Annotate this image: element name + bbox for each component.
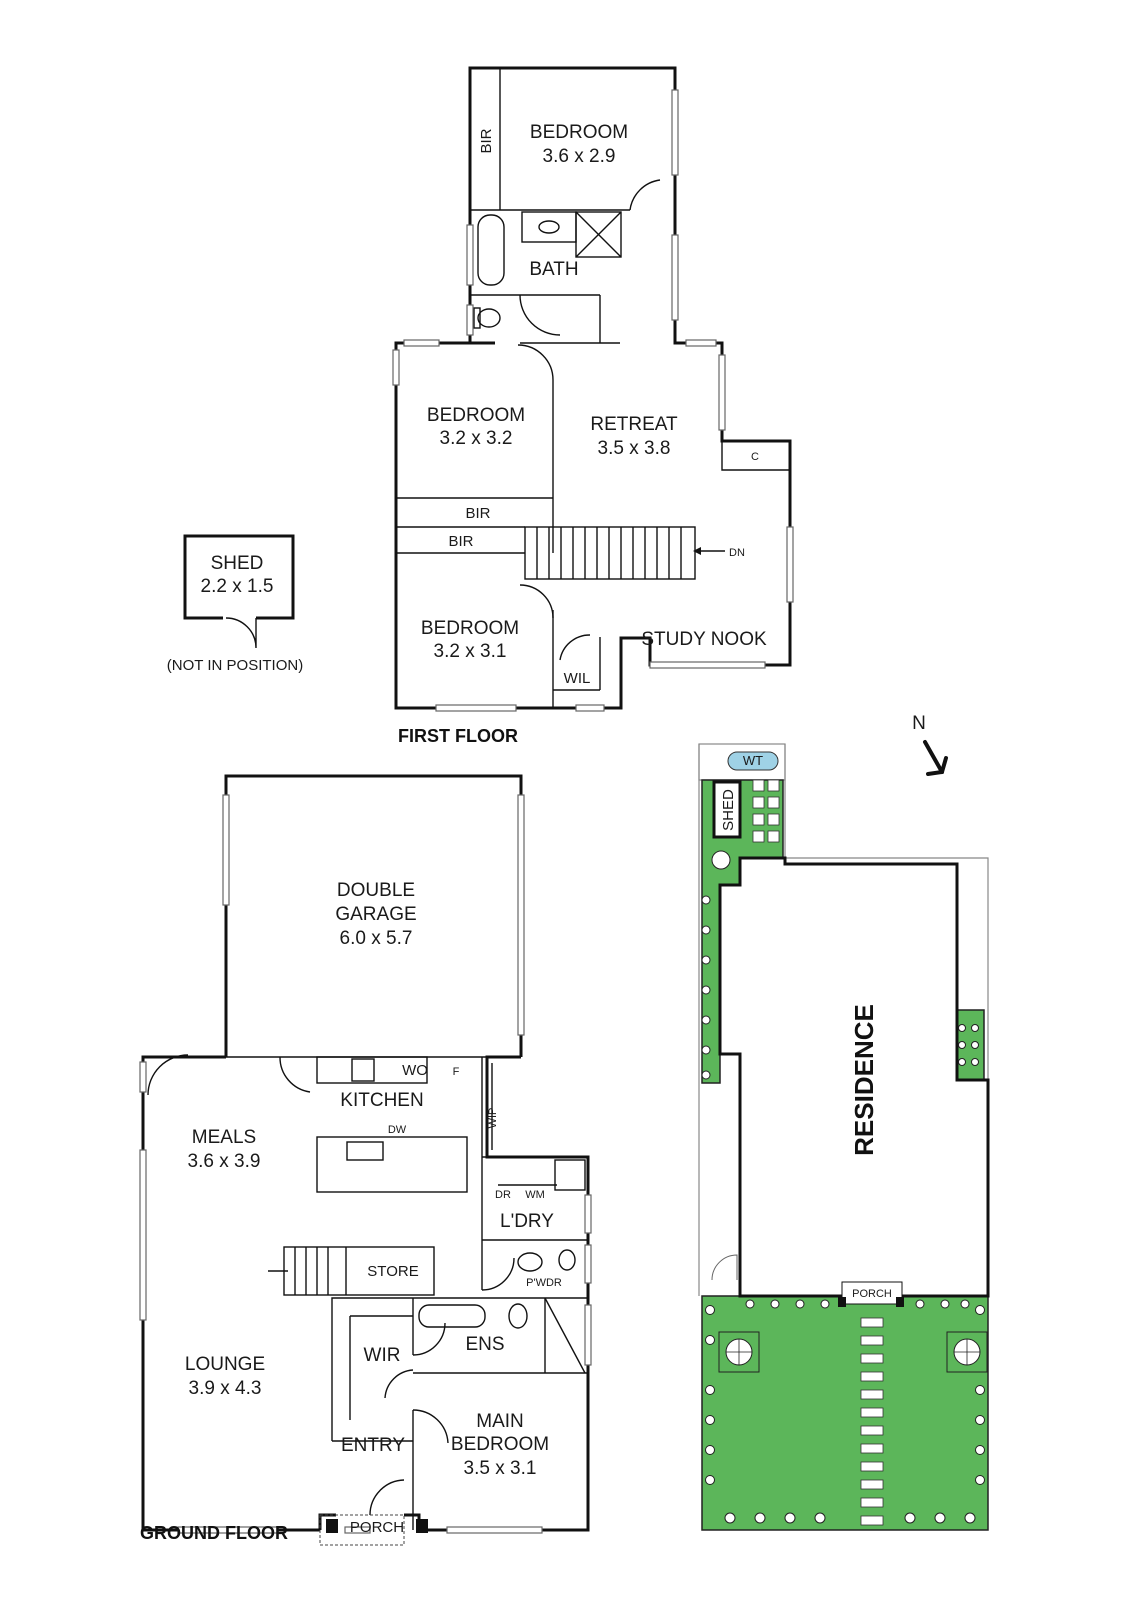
ff-bedroom-low-dims: 3.2 x 3.1 bbox=[434, 641, 507, 662]
gf-dr: DR bbox=[495, 1189, 511, 1201]
toilet-icon bbox=[477, 308, 501, 328]
ground-floor-label: GROUND FLOOR bbox=[140, 1523, 288, 1543]
first-floor-label: FIRST FLOOR bbox=[398, 726, 518, 746]
shed-dims: 2.2 x 1.5 bbox=[201, 576, 274, 597]
tree-icon bbox=[718, 1331, 760, 1373]
sink-icon bbox=[346, 1141, 384, 1161]
gf-wo: WO bbox=[402, 1062, 428, 1079]
gf-garage-dims: 6.0 x 5.7 bbox=[340, 928, 413, 949]
shower-icon bbox=[575, 211, 622, 258]
gf-fridge: F bbox=[453, 1066, 460, 1078]
ff-retreat-name: RETREAT bbox=[590, 414, 678, 435]
gf-main-bed-line2: BEDROOM bbox=[451, 1434, 549, 1455]
gf-wip: WIP bbox=[487, 1108, 499, 1129]
ff-bedroom-top-name: BEDROOM bbox=[530, 122, 628, 143]
gf-garage-line1: DOUBLE bbox=[337, 880, 415, 901]
north-arrow-icon bbox=[923, 740, 948, 776]
ff-retreat-dims: 3.5 x 3.8 bbox=[598, 438, 671, 459]
ff-bedroom-mid-dims: 3.2 x 3.2 bbox=[440, 428, 513, 449]
site-water-tank: WT bbox=[743, 753, 763, 768]
shed-name: SHED bbox=[211, 553, 264, 574]
bath-icon bbox=[477, 214, 505, 286]
site-plan bbox=[698, 743, 990, 1531]
ff-stair-dn: DN bbox=[729, 547, 745, 559]
site-porch: PORCH bbox=[852, 1288, 892, 1300]
gf-meals-dims: 3.6 x 3.9 bbox=[188, 1151, 261, 1172]
gf-powder: P'WDR bbox=[526, 1277, 562, 1289]
gf-kitchen: KITCHEN bbox=[340, 1090, 423, 1111]
ground-floor-walls bbox=[139, 774, 592, 1546]
gf-main-bed-dims: 3.5 x 3.1 bbox=[464, 1458, 537, 1479]
gf-main-bed-line1: MAIN bbox=[476, 1411, 524, 1432]
first-floor-walls bbox=[392, 66, 794, 712]
gf-wir: WIR bbox=[364, 1345, 401, 1366]
gf-laundry: L'DRY bbox=[500, 1211, 554, 1232]
tree-icon bbox=[946, 1331, 988, 1373]
site-shed: SHED bbox=[720, 789, 737, 831]
ff-cupboard: C bbox=[751, 451, 759, 463]
ff-bath: BATH bbox=[529, 259, 578, 280]
gf-wm: WM bbox=[525, 1189, 545, 1201]
sink-icon bbox=[558, 1249, 576, 1271]
ff-study-nook: STUDY NOOK bbox=[641, 629, 767, 650]
shed-outline bbox=[183, 534, 295, 649]
ff-wil: WIL bbox=[564, 670, 591, 687]
ff-bedroom-mid-name: BEDROOM bbox=[427, 405, 525, 426]
ff-bir-top: BIR bbox=[478, 128, 495, 153]
gf-ens: ENS bbox=[465, 1334, 504, 1355]
gf-meals-name: MEALS bbox=[192, 1127, 256, 1148]
ff-bir-mid: BIR bbox=[465, 505, 490, 522]
gf-store: STORE bbox=[367, 1263, 418, 1280]
ff-bedroom-top-dims: 3.6 x 2.9 bbox=[543, 146, 616, 167]
gf-garage-line2: GARAGE bbox=[335, 904, 416, 925]
toilet-icon bbox=[508, 1303, 528, 1329]
gf-entry: ENTRY bbox=[341, 1435, 405, 1456]
gf-lounge-dims: 3.9 x 4.3 bbox=[189, 1378, 262, 1399]
north-label: N bbox=[912, 713, 926, 734]
gf-dw: DW bbox=[388, 1124, 407, 1136]
ff-bir-low: BIR bbox=[448, 533, 473, 550]
shed-note: (NOT IN POSITION) bbox=[167, 657, 303, 674]
toilet-icon bbox=[517, 1252, 543, 1272]
gf-lounge-name: LOUNGE bbox=[185, 1354, 265, 1375]
ff-bedroom-low-name: BEDROOM bbox=[421, 618, 519, 639]
site-residence: RESIDENCE bbox=[849, 1004, 879, 1156]
gf-porch: PORCH bbox=[350, 1519, 404, 1536]
cooktop-icon bbox=[351, 1058, 375, 1082]
sink-icon bbox=[538, 220, 560, 234]
first-floor-stairs bbox=[524, 526, 696, 580]
